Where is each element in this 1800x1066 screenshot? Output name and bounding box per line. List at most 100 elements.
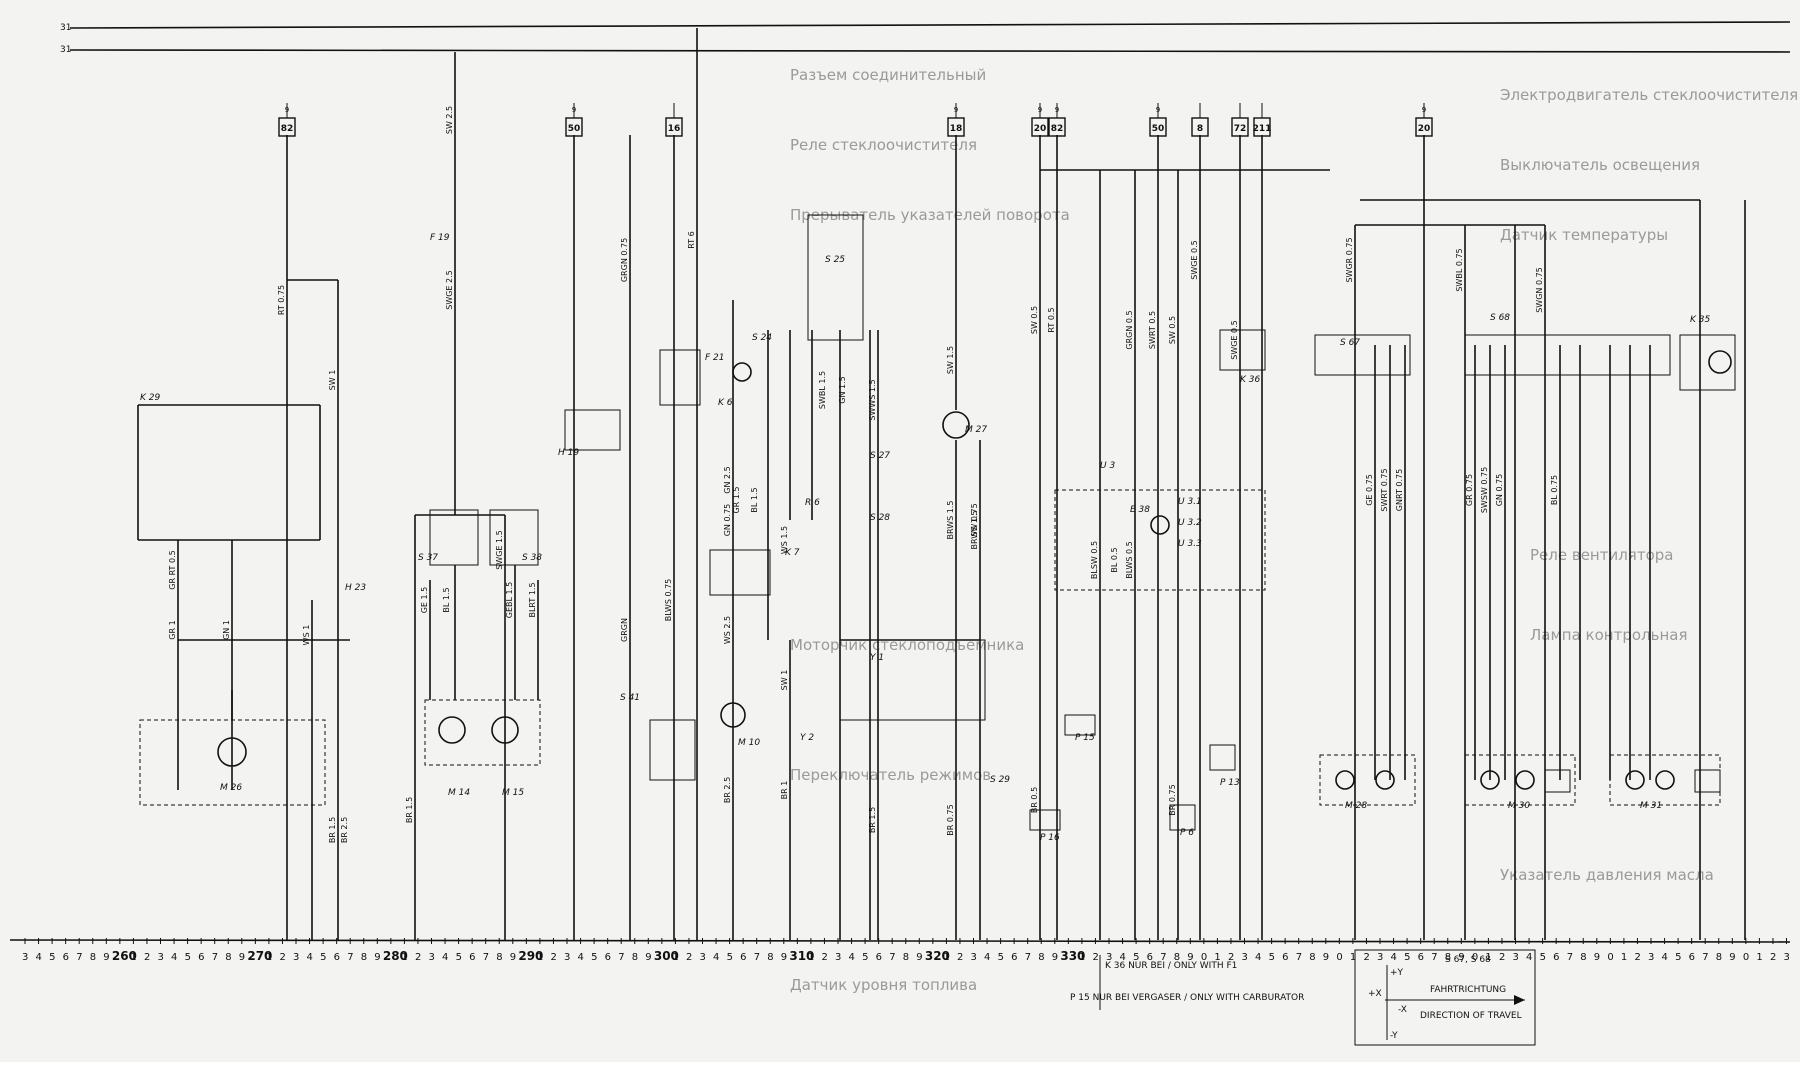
ruler-digit: 8 <box>1445 952 1451 963</box>
ruler-digit: 2 <box>1770 952 1776 963</box>
component-label: M 31 <box>1640 801 1662 811</box>
component-label: S 28 <box>870 513 890 523</box>
component-label: F 21 <box>705 353 725 363</box>
ghost-text: Датчик уровня топлива <box>790 976 977 994</box>
ruler-digit: 2 <box>550 952 556 963</box>
ghost-text: Прерыватель указателей поворота <box>790 206 1070 224</box>
ruler-digit: 6 <box>198 952 204 963</box>
ruler-digit: 7 <box>754 952 760 963</box>
component-label: S 29 <box>990 775 1010 785</box>
ruler-digit: 3 <box>158 952 164 963</box>
ruler-digit: 3 <box>1377 952 1383 963</box>
wire-label: SWGE 2.5 <box>445 270 454 310</box>
wire-label: SWGN 0.75 <box>1535 267 1544 313</box>
ruler-digit: 8 <box>1038 952 1044 963</box>
terminal-number: 20 <box>1418 124 1431 134</box>
ruler-digit: 5 <box>49 952 55 963</box>
wire-label: BR 1 <box>780 781 789 800</box>
ruler-digit: 6 <box>740 952 746 963</box>
wire-label: RT 6 <box>687 231 696 249</box>
ruler-digit: 9 <box>1458 952 1464 963</box>
wire-label: GR 1 <box>168 620 177 639</box>
wire-label: GN 1 <box>222 620 231 640</box>
ruler-digit: 3 <box>1513 952 1519 963</box>
ruler-digit: 3 <box>700 952 706 963</box>
ruler-digit: 3 <box>971 952 977 963</box>
terminal-number: 82 <box>1051 124 1064 134</box>
component-label: R 6 <box>805 498 820 508</box>
ruler-digit: 9 <box>1187 952 1193 963</box>
wire-label: SW 1.5 <box>946 346 955 374</box>
ruler-digit: 4 <box>442 952 448 963</box>
component-label: K 35 <box>1690 315 1710 325</box>
terminal-box: 509 <box>1149 103 1167 137</box>
ghost-text: Датчик температуры <box>1500 226 1668 244</box>
ruler-digit: 1 <box>808 952 814 963</box>
wire-label: SWSW 0.75 <box>1480 467 1489 513</box>
ruler-digit: 5 <box>1133 952 1139 963</box>
wire-label: SWGE 1.5 <box>495 530 504 570</box>
wire-label: BRWS 1.5 <box>970 511 979 550</box>
ruler-digit: 7 <box>1025 952 1031 963</box>
ruler-digit: 5 <box>591 952 597 963</box>
ruler-digit: 9 <box>103 952 109 963</box>
wire-label: BL 1.5 <box>442 587 451 612</box>
component-label: P 15 <box>1075 733 1095 743</box>
wire-label: BLWS 0.75 <box>664 579 673 622</box>
wire-label: BR 0.75 <box>1168 784 1177 815</box>
ruler-digit: 3 <box>22 952 28 963</box>
u3-rows: U 3.1 U 3.2 U 3.3 <box>1178 497 1202 549</box>
wire-label: GE 1.5 <box>420 587 429 614</box>
wire-label: GRGN 0.75 <box>620 238 629 282</box>
ruler-digit: 5 <box>1404 952 1410 963</box>
ruler-decade: 310 <box>789 949 814 963</box>
ruler-digit: 5 <box>456 952 462 963</box>
bus-label-mid: 31 <box>60 45 71 55</box>
terminal-box: 72 <box>1231 103 1249 137</box>
ruler-digit: 3 <box>429 952 435 963</box>
ruler-digit: 6 <box>1011 952 1017 963</box>
ruler-digit: 5 <box>862 952 868 963</box>
wire-label: SW 1 <box>780 670 789 691</box>
component-label: M 27 <box>965 425 987 435</box>
component-label: S 37 <box>418 553 438 563</box>
ruler-digit: 3 <box>293 952 299 963</box>
wire-label: GN 2.5 <box>723 466 732 493</box>
component-label: S 27 <box>870 451 890 461</box>
ruler-digit: 2 <box>144 952 150 963</box>
wire-label: WS 1 <box>302 625 311 646</box>
ruler-digit: 0 <box>1607 952 1613 963</box>
ruler-digit: 9 <box>239 952 245 963</box>
component-label: P 16 <box>1040 833 1060 843</box>
ruler-digit: 1 <box>401 952 407 963</box>
ghost-text: Моторчик стеклоподъемника <box>790 636 1024 654</box>
terminal-number: 50 <box>568 124 581 134</box>
wire-label: WS 2.5 <box>723 616 732 644</box>
ruler-decade: 320 <box>925 949 950 963</box>
ruler-digit: 2 <box>1499 952 1505 963</box>
ruler-digit: 8 <box>1174 952 1180 963</box>
ruler-digit: 6 <box>334 952 340 963</box>
component-label: M 15 <box>502 788 524 798</box>
ruler-digit: 1 <box>537 952 543 963</box>
ruler-digit: 7 <box>483 952 489 963</box>
ghost-text: Переключатель режимов <box>790 766 991 784</box>
ruler-decade: 330 <box>1060 949 1085 963</box>
ghost-text: Указатель давления масла <box>1500 866 1714 884</box>
ruler-digit: 9 <box>1729 952 1735 963</box>
note-axis-x-minus: -X <box>1398 1005 1407 1015</box>
wire-label: BR 2.5 <box>340 817 349 843</box>
component-label: K 6 <box>718 398 733 408</box>
wire-label: BL 0.75 <box>1550 475 1559 505</box>
ruler-digit: 9 <box>916 952 922 963</box>
wire-label: SWRT 0.5 <box>1148 311 1157 349</box>
ruler-digit: 6 <box>1282 952 1288 963</box>
ruler-digit: 9 <box>645 952 651 963</box>
ruler-digit: 7 <box>347 952 353 963</box>
wire-label: SWBL 1.5 <box>818 371 827 409</box>
ruler-digit: 6 <box>1553 952 1559 963</box>
wire-label: RT 0.75 <box>277 285 286 315</box>
ruler-digit: 1 <box>1485 952 1491 963</box>
